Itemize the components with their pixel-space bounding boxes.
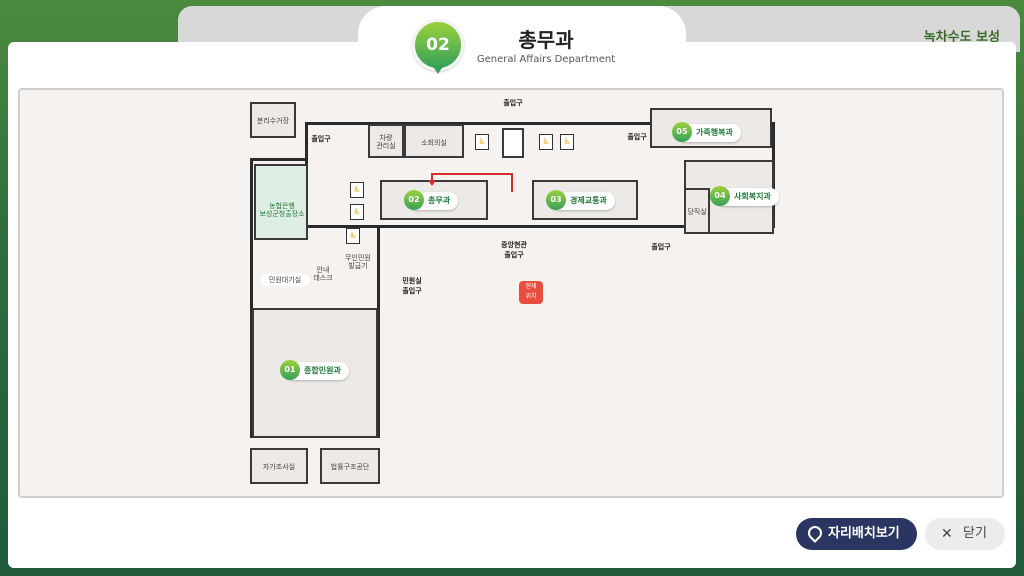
floor-map: 분리수거장 차량 관리실 소회의실 ♿ ♿ ♿ 농협은행 보성군청출장소 ♿ ♿…	[18, 88, 1004, 498]
entrance-civil: 민원실 출입구	[402, 277, 422, 295]
room-bank: 농협은행 보성군청출장소	[254, 164, 308, 240]
info-desk-label: 안내 데스크	[313, 266, 333, 283]
room-vehicle: 차량 관리실	[368, 124, 404, 158]
entrance-right-top: 출입구	[627, 133, 647, 141]
close-icon: ✕	[941, 526, 953, 542]
brand-logo: 녹차수도 보성	[923, 30, 1000, 45]
seat-layout-button[interactable]: 자리배치보기	[796, 518, 917, 550]
location-pin-icon	[805, 523, 825, 543]
dept-number-pin: 02	[412, 19, 464, 74]
room-self-check: 자가조사실	[250, 448, 308, 484]
entrance-right-bottom: 출입구	[651, 243, 671, 251]
close-button[interactable]: ✕ 닫기	[925, 518, 1005, 550]
room-legal-aid: 법률구조공단	[320, 448, 380, 484]
restroom-icon: ♿	[560, 134, 574, 150]
restroom-icon: ♿	[539, 134, 553, 150]
unmanned-kiosk-label: 무인민원 발급기	[345, 254, 371, 271]
entrance-left-top: 출입구	[311, 135, 331, 143]
civil-waiting-label: 민원대기실	[260, 274, 310, 287]
route-path	[428, 173, 513, 192]
current-location-marker: 현재 위치	[519, 281, 543, 304]
entrance-central: 중앙현관 출입구	[501, 241, 527, 259]
restroom-icon: ♿	[350, 204, 364, 220]
stairs	[502, 128, 524, 158]
room-duty: 당직실	[684, 188, 710, 234]
page-subtitle: General Affairs Department	[476, 54, 616, 65]
restroom-icon: ♿	[350, 182, 364, 198]
entrance-top: 출입구	[503, 99, 523, 107]
restroom-icon: ♿	[346, 228, 360, 244]
room-small-meeting: 소회의실	[404, 124, 464, 158]
page-title: 총무과	[518, 28, 574, 52]
room-recycling: 분리수거장	[250, 102, 296, 138]
restroom-icon: ♿	[475, 134, 489, 150]
